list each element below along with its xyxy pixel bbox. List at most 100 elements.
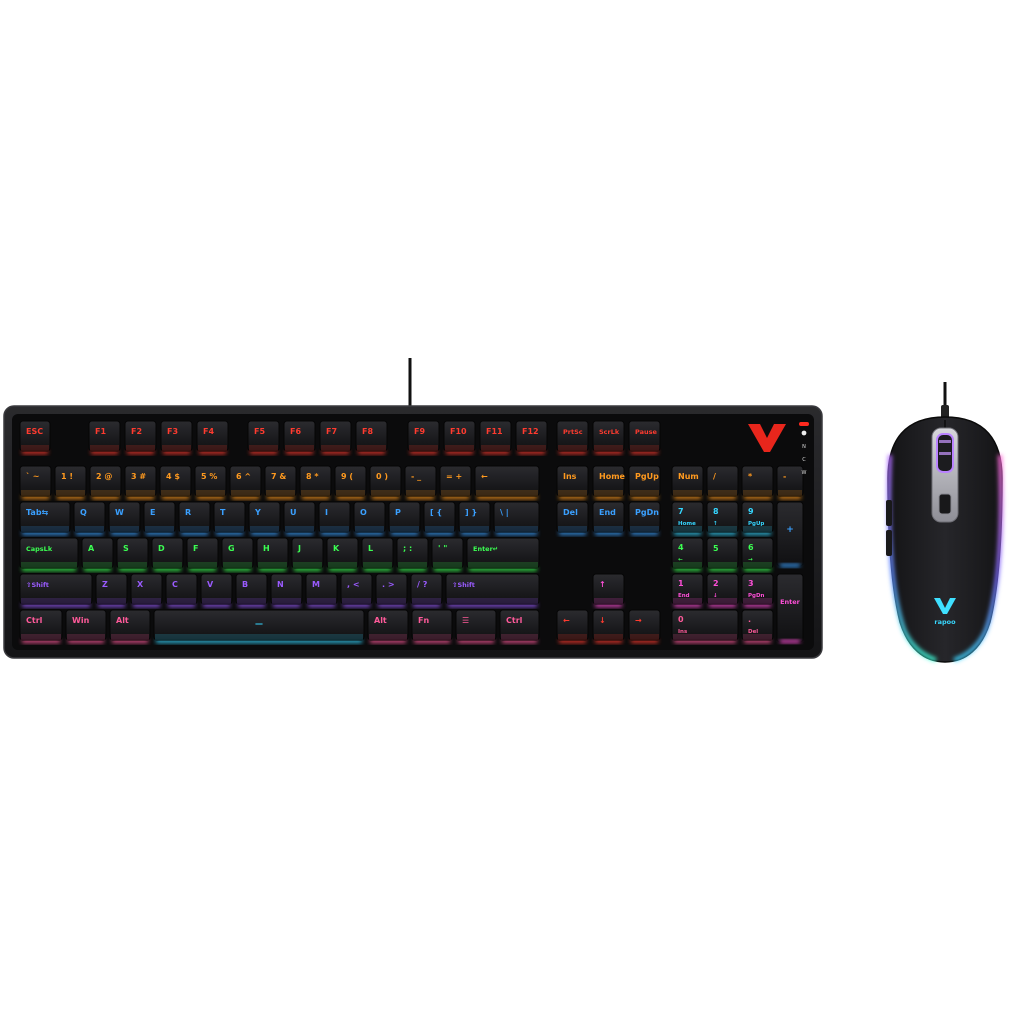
key-1-15[interactable]: Home [592,465,626,499]
key-0-9[interactable]: F9 [407,420,440,454]
key-4-5[interactable]: B [235,573,268,607]
key-3-0[interactable]: CapsLk [19,537,79,571]
key-2-6[interactable]: Y [248,501,281,535]
key-0-4[interactable]: F4 [196,420,229,454]
key-0-8[interactable]: F8 [355,420,388,454]
key-2-11[interactable]: [ { [423,501,456,535]
key-0-6[interactable]: F6 [283,420,316,454]
key-1-2[interactable]: 2 @ [89,465,122,499]
key-2-18[interactable]: 8↑ [706,501,739,535]
key-1-3[interactable]: 3 # [124,465,157,499]
key-1-5[interactable]: 5 % [194,465,227,499]
key-0-7[interactable]: F7 [319,420,352,454]
key-1-10[interactable]: 0 ) [369,465,402,499]
key-3-3[interactable]: D [151,537,184,571]
key-1-14[interactable]: Ins [556,465,589,499]
key-2-2[interactable]: W [108,501,141,535]
key-2-9[interactable]: O [353,501,386,535]
mouse-side-button-1[interactable] [886,500,892,526]
key-5-0[interactable]: Ctrl [19,609,63,643]
key-3-15[interactable]: 6→ [741,537,774,571]
key-5-10[interactable]: → [628,609,661,643]
key-1-8[interactable]: 8 * [299,465,332,499]
key-2-13[interactable]: \ | [493,501,540,535]
key-3-14[interactable]: 5 [706,537,739,571]
key-2-16[interactable]: PgDn [628,501,661,535]
key-4-2[interactable]: X [130,573,163,607]
key-0-1[interactable]: F1 [88,420,121,454]
key-0-2[interactable]: F2 [124,420,157,454]
key-3-12[interactable]: Enter↵ [466,537,540,571]
key-5-1[interactable]: Win [65,609,107,643]
key-5-12[interactable]: .Del [741,609,774,643]
key-4-3[interactable]: C [165,573,198,607]
key-3-7[interactable]: J [291,537,324,571]
key-4-6[interactable]: N [270,573,303,607]
key-0-5[interactable]: F5 [247,420,280,454]
key-0-0[interactable]: ESC [19,420,51,454]
key-4-7[interactable]: M [305,573,338,607]
key-2-7[interactable]: U [283,501,316,535]
numpad-enter-key[interactable]: Enter [776,573,804,643]
key-3-4[interactable]: F [186,537,219,571]
key-4-4[interactable]: V [200,573,233,607]
key-4-9[interactable]: . > [375,573,408,607]
key-2-0[interactable]: Tab⇆ [19,501,71,535]
key-1-9[interactable]: 9 ( [334,465,367,499]
mouse-side-button-2[interactable] [886,530,892,556]
key-2-15[interactable]: End [592,501,625,535]
key-5-4[interactable]: Alt [367,609,409,643]
key-4-1[interactable]: Z [95,573,128,607]
key-1-11[interactable]: - _ [404,465,437,499]
key-3-11[interactable]: ' " [431,537,464,571]
key-0-14[interactable]: ScrLk [592,420,625,454]
key-1-18[interactable]: / [706,465,739,499]
mouse-dpi-button[interactable] [938,493,952,515]
key-1-1[interactable]: 1 ! [54,465,87,499]
key-3-2[interactable]: S [116,537,149,571]
key-5-7[interactable]: Ctrl [499,609,540,643]
key-0-3[interactable]: F3 [160,420,193,454]
key-1-4[interactable]: 4 $ [159,465,192,499]
key-1-19[interactable]: * [741,465,774,499]
key-2-5[interactable]: T [213,501,246,535]
numpad-plus-key[interactable]: + [776,501,804,567]
key-0-10[interactable]: F10 [443,420,476,454]
key-3-13[interactable]: 4← [671,537,704,571]
key-2-12[interactable]: ] } [458,501,491,535]
key-2-3[interactable]: E [143,501,176,535]
key-4-12[interactable]: ↑ [592,573,625,607]
key-0-15[interactable]: Pause [628,420,661,454]
key-2-4[interactable]: R [178,501,211,535]
key-2-14[interactable]: Del [556,501,589,535]
key-1-12[interactable]: = + [439,465,472,499]
key-5-3[interactable]: — [153,609,365,643]
key-1-16[interactable]: PgUp [628,465,661,499]
key-3-10[interactable]: ; : [396,537,429,571]
key-4-10[interactable]: / ? [410,573,443,607]
key-5-9[interactable]: ↓ [592,609,625,643]
key-0-12[interactable]: F12 [515,420,548,454]
key-1-6[interactable]: 6 ^ [229,465,262,499]
key-5-8[interactable]: ← [556,609,589,643]
key-4-14[interactable]: 2↓ [706,573,739,607]
key-3-6[interactable]: H [256,537,289,571]
key-1-7[interactable]: 7 & [264,465,297,499]
key-0-11[interactable]: F11 [479,420,512,454]
key-1-0[interactable]: ` ~ [19,465,52,499]
key-5-5[interactable]: Fn [411,609,453,643]
key-1-20[interactable]: - [776,465,804,499]
key-4-8[interactable]: , < [340,573,373,607]
key-4-11[interactable]: ⇧Shift [445,573,540,607]
key-3-5[interactable]: G [221,537,254,571]
key-5-2[interactable]: Alt [109,609,151,643]
key-3-8[interactable]: K [326,537,359,571]
key-3-9[interactable]: L [361,537,394,571]
key-2-1[interactable]: Q [73,501,106,535]
key-5-6[interactable]: ☰ [455,609,497,643]
key-1-13[interactable]: ← [474,465,540,499]
